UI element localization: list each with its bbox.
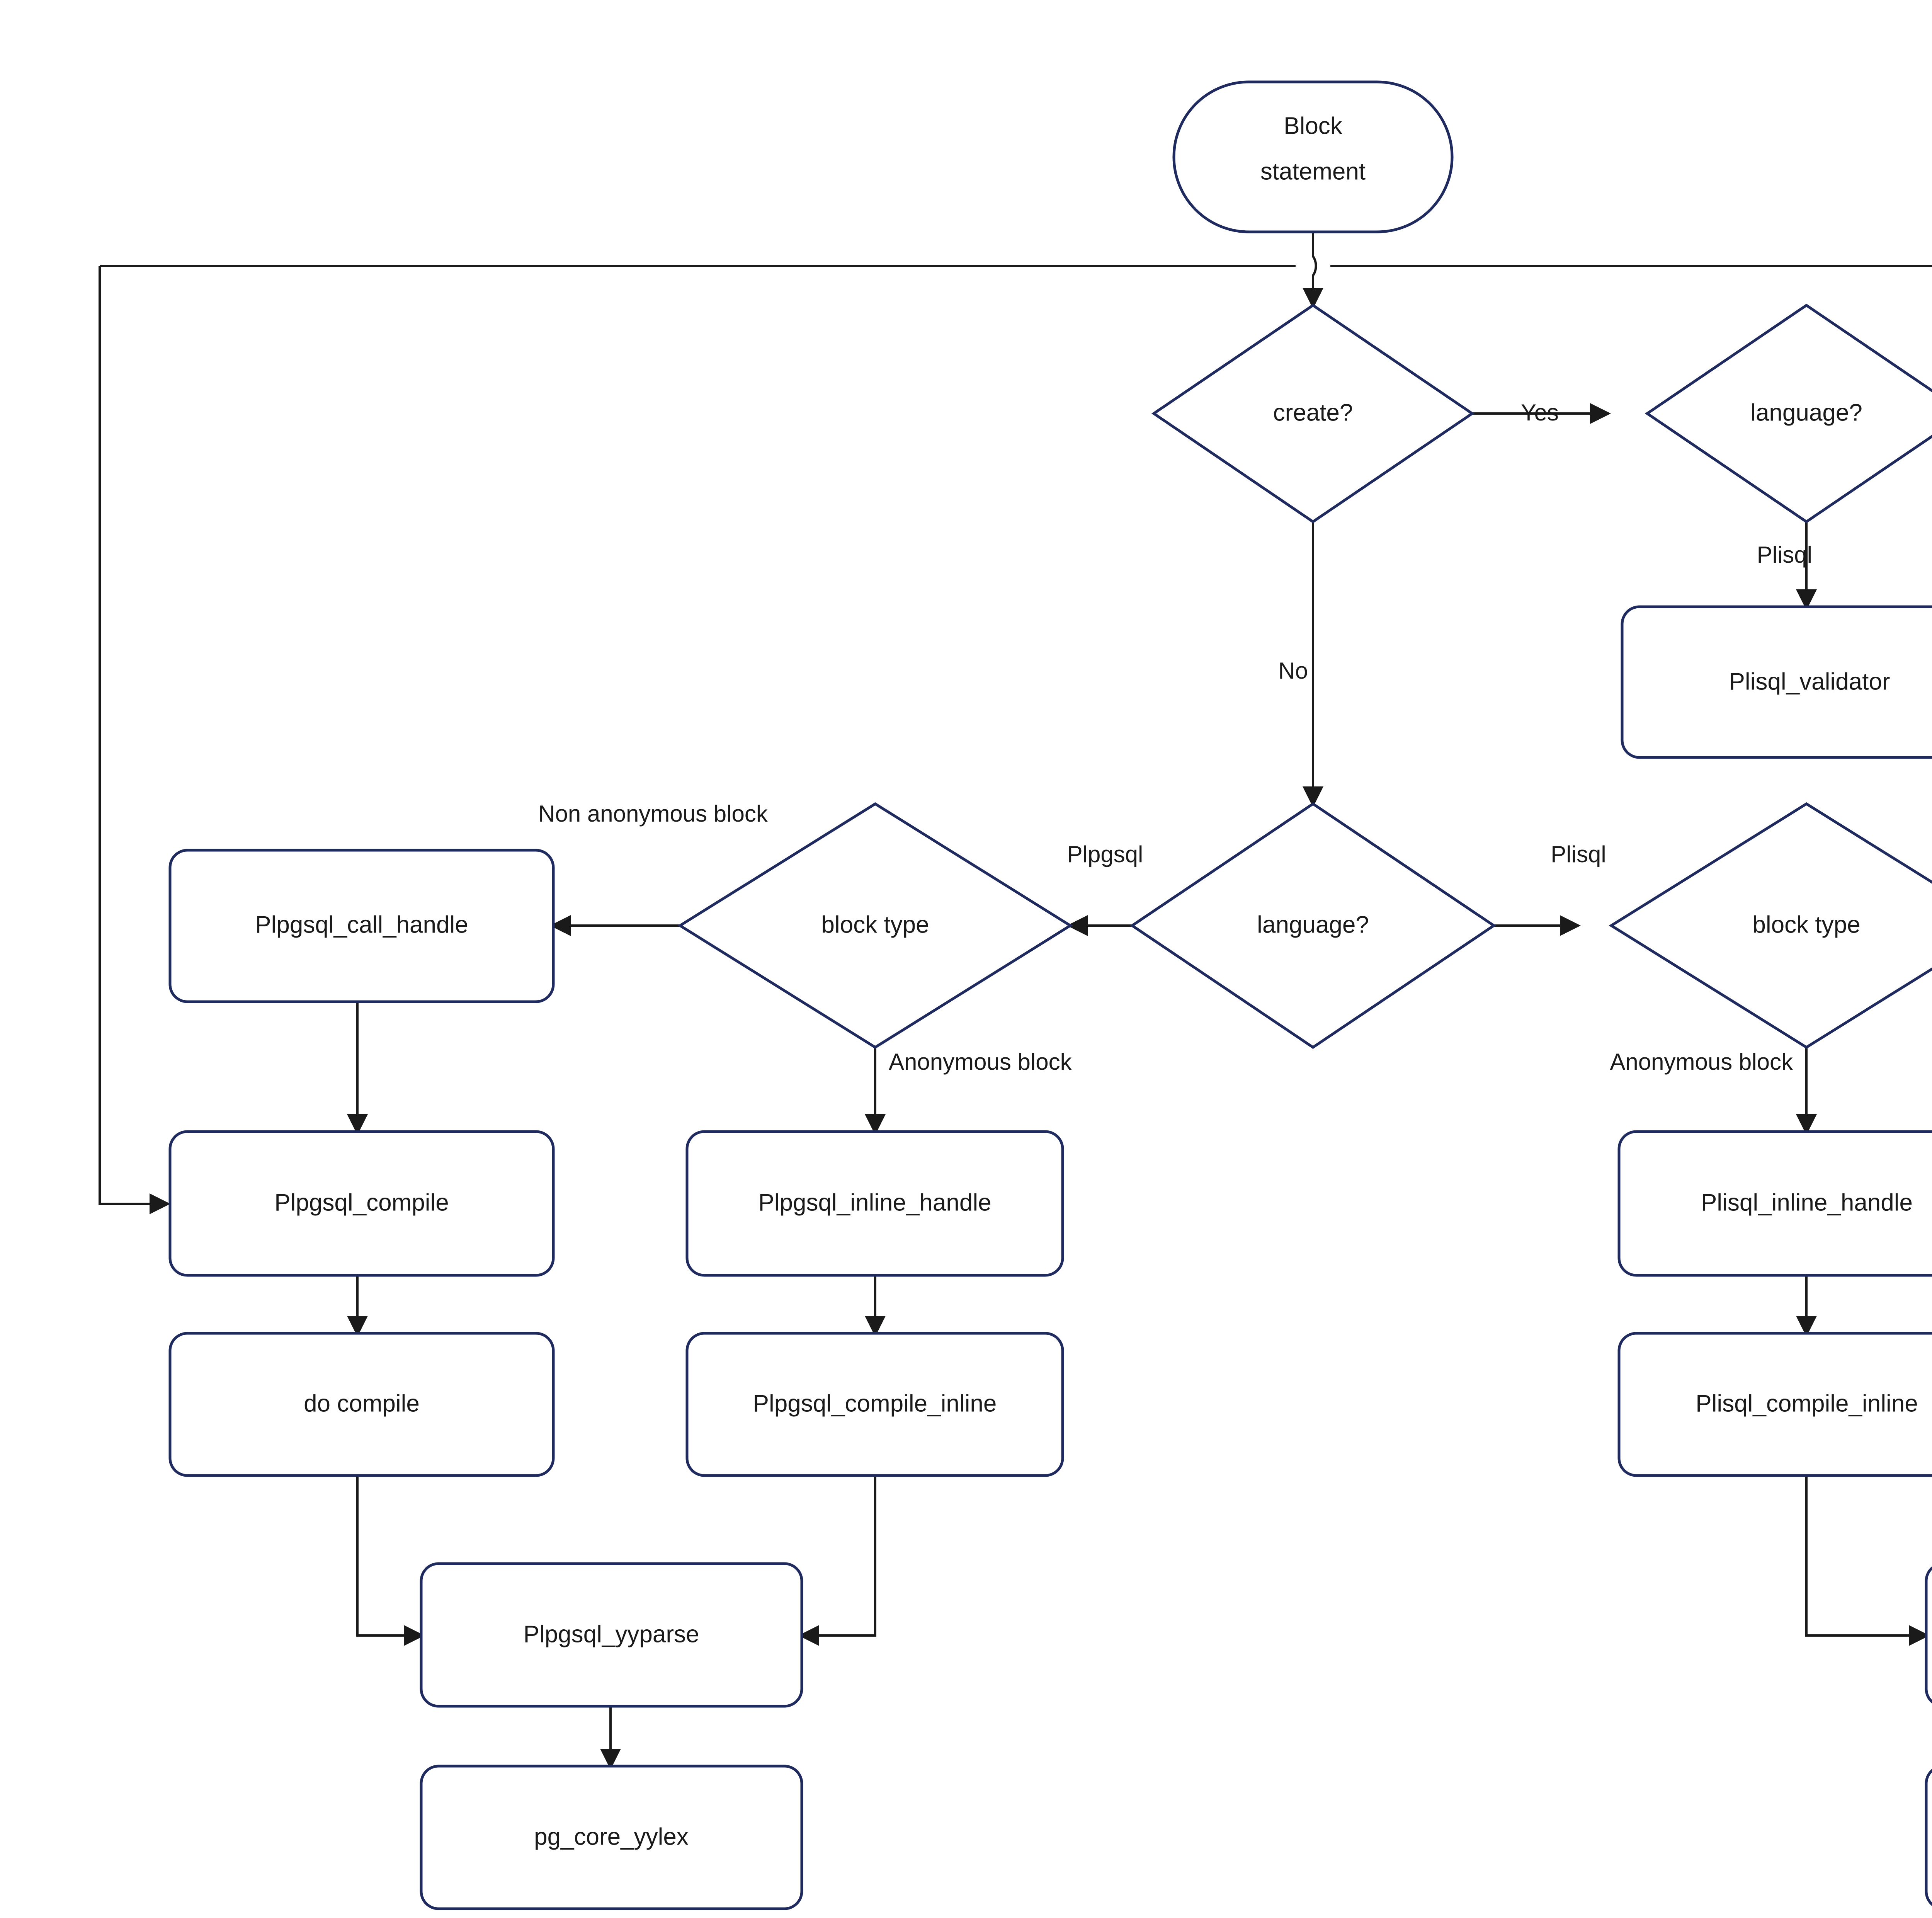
edge-left-loop-to-plpgsql-compile <box>99 266 170 1214</box>
node-language-decision-top-label: language? <box>1750 399 1862 426</box>
node-block-statement[interactable]: Block statement <box>1172 80 1454 233</box>
node-language-decision-mid-label: language? <box>1257 911 1369 938</box>
edge-label-non-anonymous-left: Non anonymous block <box>538 801 768 827</box>
node-block-type-left-label: block type <box>821 911 929 938</box>
node-pg-core-yylex-label: pg_core_yylex <box>534 1823 689 1850</box>
node-ora-core-yylex[interactable]: ora_core_yylex <box>1925 1766 1932 1909</box>
node-plpgsql-compile-label: Plpgsql_compile <box>274 1189 449 1216</box>
edge-label-anonymous-right: Anonymous block <box>1610 1049 1793 1075</box>
edge-docompile-to-plpgsql-yyparse <box>356 1476 425 1646</box>
node-plpgsql-call-handle-label: Plpgsql_call_handle <box>255 911 468 938</box>
node-plisql-inline-handle[interactable]: Plisql_inline_handle <box>1617 1130 1932 1277</box>
edge-label-plisql-top: Plisql <box>1757 542 1812 568</box>
edge-top-rail-right <box>1330 265 1932 267</box>
edge-block-to-create <box>1303 232 1323 309</box>
edge-plisql-compileinline-to-yyparse <box>1805 1476 1930 1646</box>
node-plisql-compile-inline-label: Plisql_compile_inline <box>1696 1390 1918 1417</box>
node-plpgsql-yyparse-label: Plpgsql_yyparse <box>524 1621 699 1647</box>
node-plpgsql-compile-inline-label: Plpgsql_compile_inline <box>753 1390 997 1417</box>
node-plisql-inline-handle-label: Plisql_inline_handle <box>1701 1189 1913 1216</box>
node-block-statement-label-line1: Block <box>1284 112 1343 139</box>
node-block-type-right[interactable]: block type <box>1609 802 1932 1049</box>
node-block-type-left[interactable]: block type <box>677 802 1073 1049</box>
node-block-statement-label-line2: statement <box>1260 158 1366 185</box>
node-plpgsql-compile[interactable]: Plpgsql_compile <box>168 1130 555 1277</box>
node-pg-core-yylex[interactable]: pg_core_yylex <box>420 1765 803 1910</box>
node-plisql-compile-inline[interactable]: Plisql_compile_inline <box>1617 1332 1932 1477</box>
node-plpgsql-call-handle[interactable]: Plpgsql_call_handle <box>168 849 555 1003</box>
edge-label-no: No <box>1278 658 1308 684</box>
edge-label-yes: Yes <box>1521 400 1559 425</box>
node-plpgsql-inline-handle-label: Plpgsql_inline_handle <box>758 1189 991 1216</box>
edge-label-anonymous-left: Anonymous block <box>889 1049 1072 1075</box>
edge-label-plpgsql-mid: Plpgsql <box>1067 841 1143 867</box>
node-plpgsql-compile-inline[interactable]: Plpgsql_compile_inline <box>685 1332 1064 1477</box>
node-language-decision-top[interactable]: language? <box>1645 303 1932 524</box>
node-plisql-validator-label: Plisql_validator <box>1729 668 1890 695</box>
node-plisql-yyparse[interactable]: Plisql_yyparse <box>1925 1564 1932 1706</box>
node-block-type-right-label: block type <box>1752 911 1860 938</box>
node-plpgsql-yyparse[interactable]: Plpgsql_yyparse <box>420 1562 803 1708</box>
node-do-compile-left[interactable]: do compile <box>168 1332 555 1477</box>
node-create-decision-label: create? <box>1273 399 1353 426</box>
node-do-compile-left-label: do compile <box>304 1390 420 1417</box>
edge-plpgsql-compileinline-to-yyparse <box>798 1476 876 1646</box>
node-create-decision[interactable]: create? <box>1151 303 1475 524</box>
node-language-decision-mid[interactable]: language? <box>1129 802 1497 1049</box>
node-plisql-validator[interactable]: Plisql_validator <box>1621 605 1932 759</box>
node-plpgsql-inline-handle[interactable]: Plpgsql_inline_handle <box>685 1130 1064 1277</box>
edge-label-plisql-mid: Plisql <box>1551 841 1606 867</box>
